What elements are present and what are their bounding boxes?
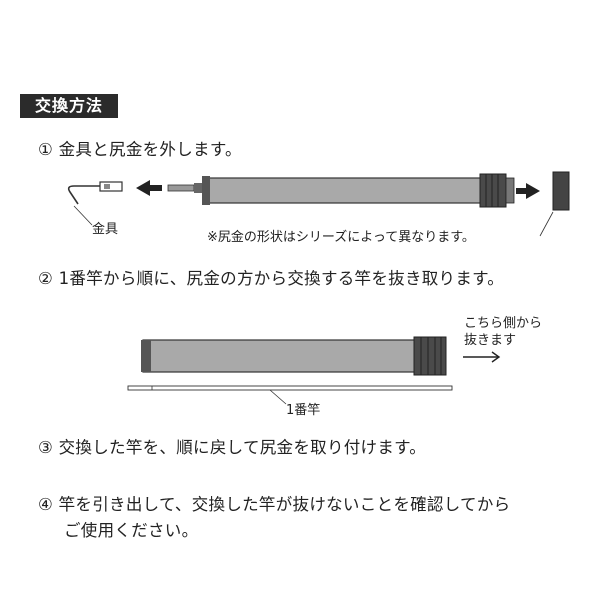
direction-label-line1: こちら側から [464,316,543,331]
shape-note: ※尻金の形状はシリーズによって異なります。 [207,230,475,245]
rod-label: 1番竿 [286,403,321,418]
metal-fitting-hook [67,185,100,205]
step-2-text: ② 1番竿から順に、尻金の方から交換する竿を抜き取ります。 [38,269,505,288]
direction-label-line2: 抜きます [464,333,517,348]
arrow-right-icon [516,183,540,199]
butt-cap-rings [479,173,507,208]
removed-butt-cap [552,171,570,211]
metal-fitting-label: 金具 [92,222,119,237]
section-heading: 交換方法 [20,94,118,118]
rod-tube-1 [204,177,484,204]
rod-tube-2 [142,339,422,373]
step-1-text: ① 金具と尻金を外します。 [38,140,242,159]
step-4-text-cont: ご使用ください。 [64,521,199,540]
rod-1 [127,385,453,391]
metal-fitting-body [99,181,123,192]
step-3-text: ③ 交換した竿を、順に戻して尻金を取り付けます。 [38,438,427,457]
arrow-left-icon [136,180,162,196]
step-4-text: ④ 竿を引き出して、交換した竿が抜けないことを確認してから [38,495,511,514]
